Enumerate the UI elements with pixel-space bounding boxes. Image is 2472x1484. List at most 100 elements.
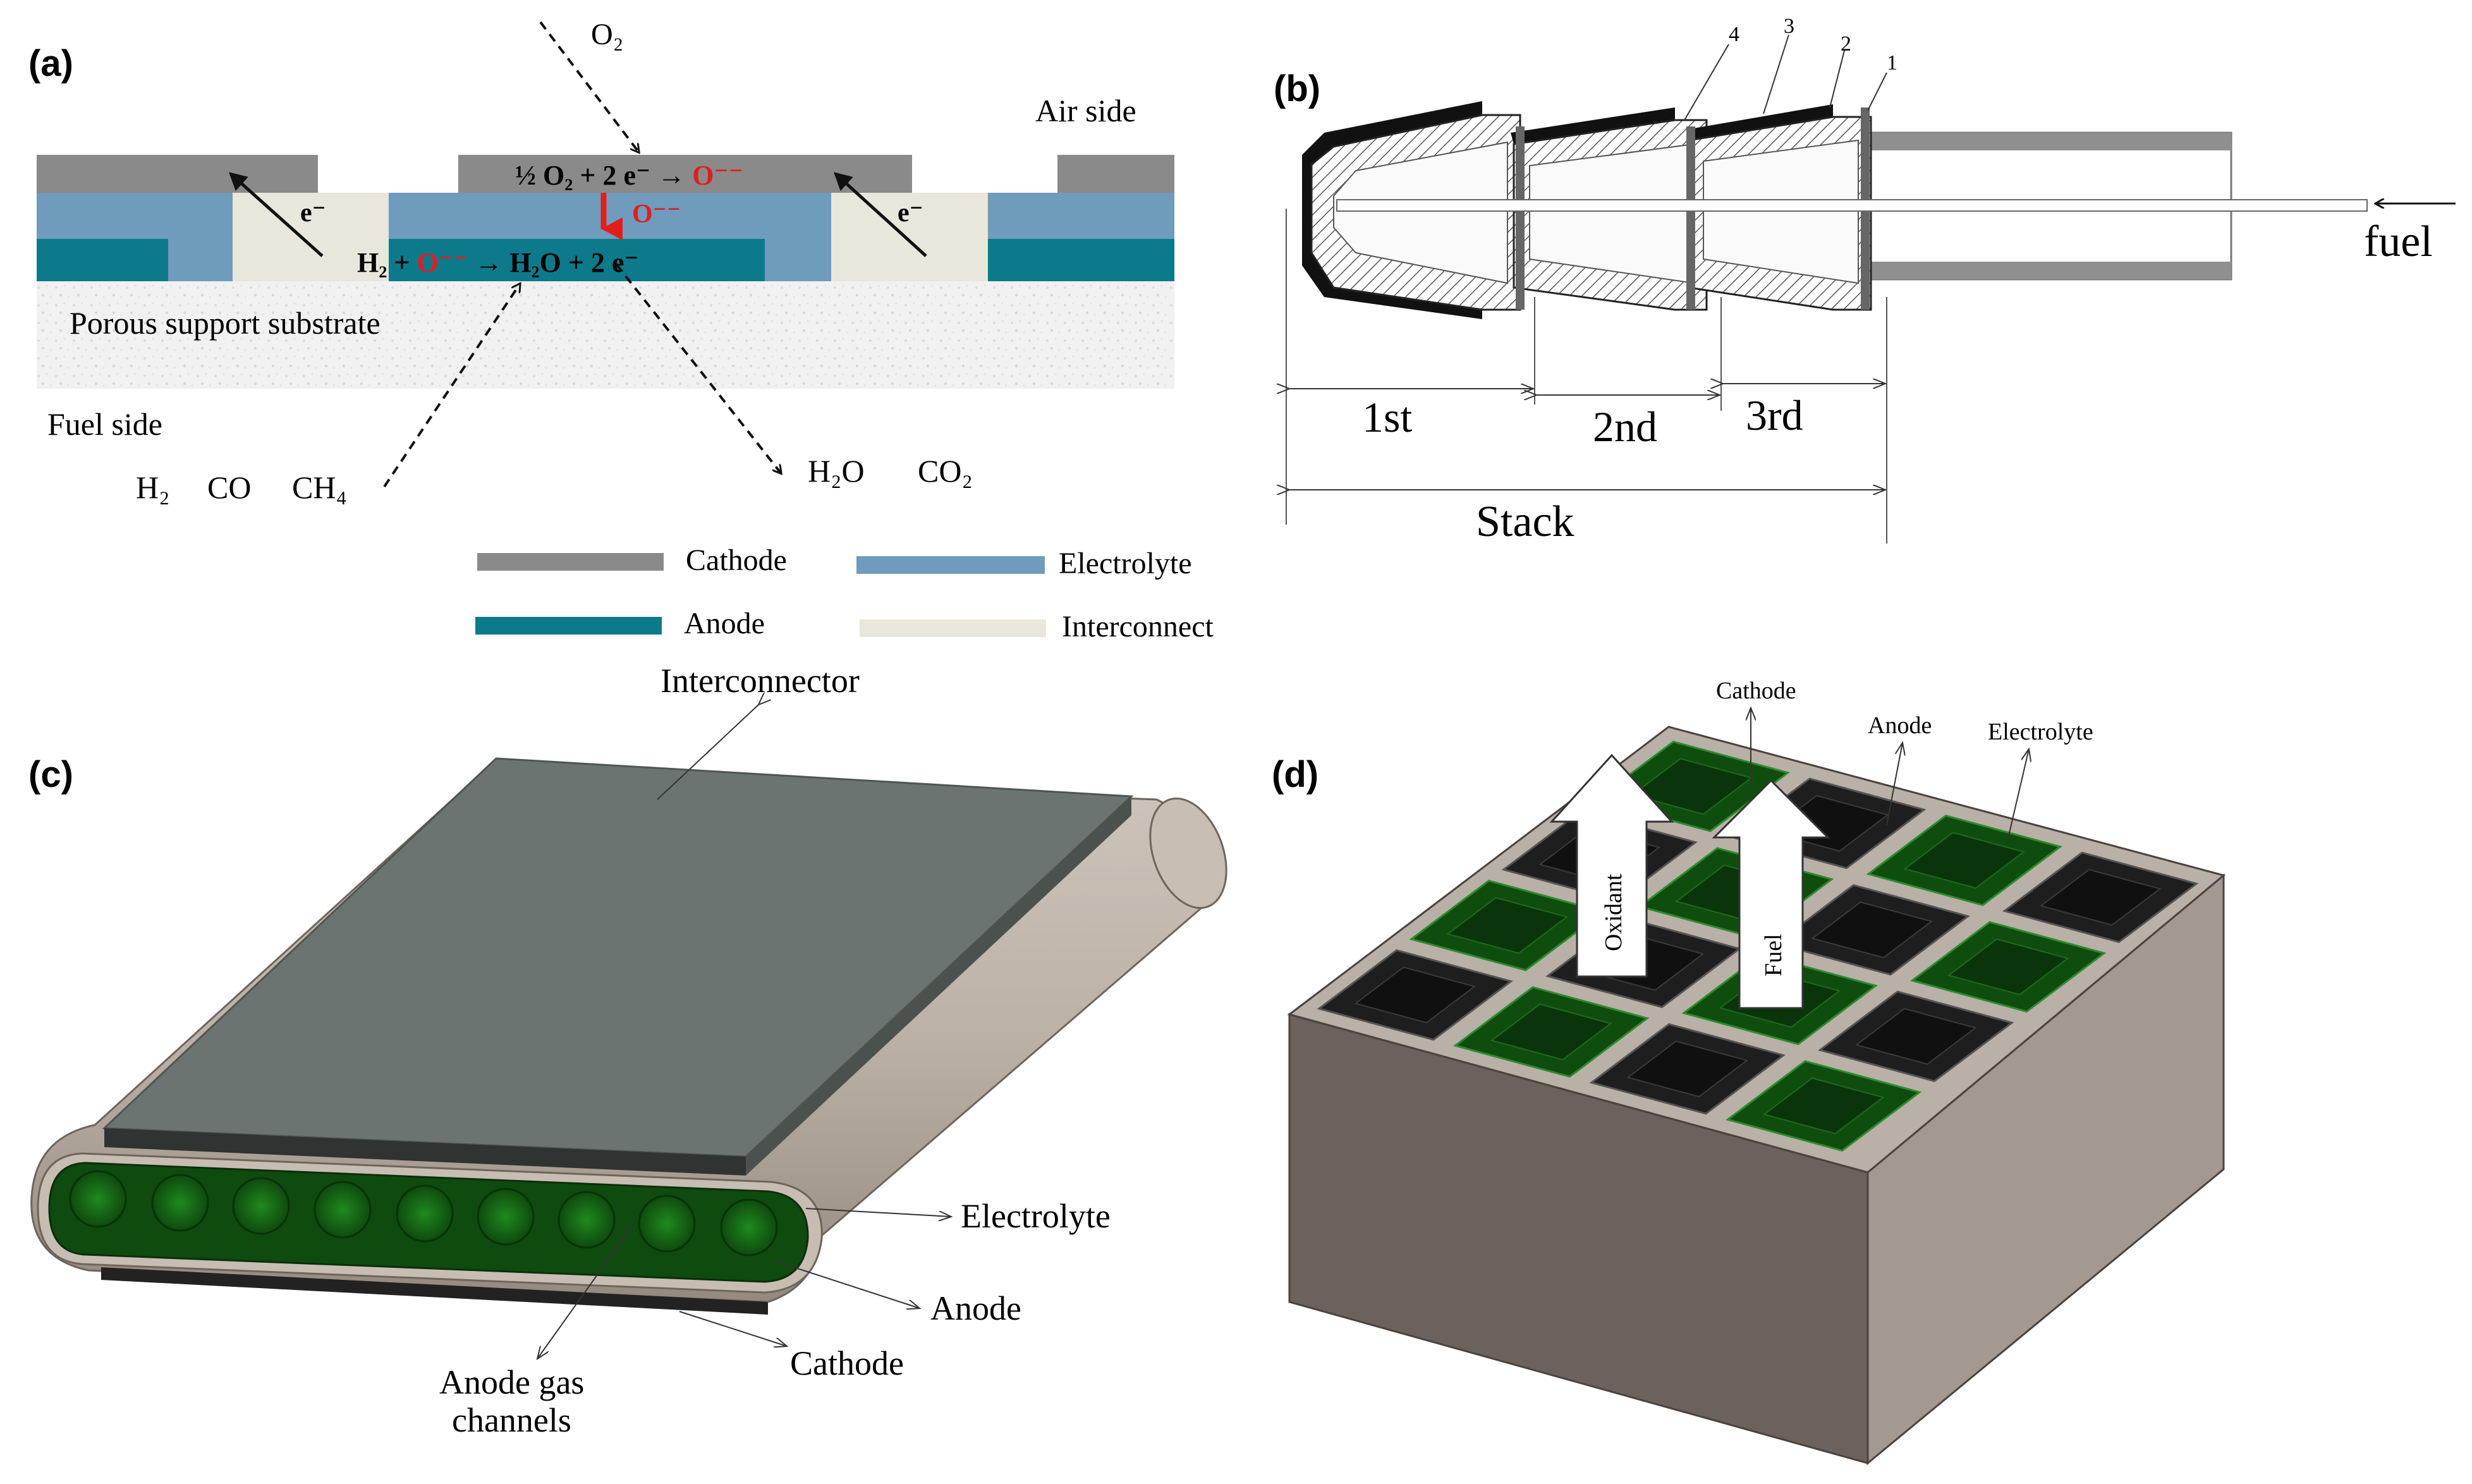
cell-2-outer-cathode [1511, 107, 1675, 144]
legend-swatch-electrolyte [856, 556, 1045, 574]
label-anode-gas-channels-line2: channels [452, 1401, 571, 1439]
substrate-label: Porous support substrate [70, 305, 381, 341]
leader-part-2 [1829, 50, 1845, 108]
electrolyte-layer-center [389, 193, 831, 239]
panel-c: (c) Interconnector Electrolyte [28, 662, 1227, 1439]
product-co2: CO₂ [918, 453, 973, 489]
anode-gas-channel [557, 1191, 616, 1249]
anode-reaction-ion: O⁻⁻ [417, 247, 468, 278]
oxidant-label: Oxidant [1600, 873, 1627, 951]
label-anode: Anode [930, 1289, 1021, 1327]
fuel-side-label: Fuel side [47, 406, 162, 442]
electron-label-right: e⁻ [898, 198, 923, 228]
cell-2-inner-channel [1529, 143, 1695, 284]
anode-cell-opening [1903, 832, 2026, 889]
electron-flow-arrow-left [229, 172, 324, 257]
anode-gas-channel [477, 1188, 535, 1246]
interconnector-plate-edge [104, 1128, 746, 1176]
cathode-cell-opening [1811, 901, 1933, 959]
legend-label-electrolyte: Electrolyte [1059, 547, 1192, 580]
fuel-arrow [1712, 779, 1830, 1009]
label-cathode-d: Cathode [1716, 678, 1796, 704]
cathode-layer-right [1057, 155, 1174, 193]
panel-d-letter: (d) [1272, 754, 1318, 795]
interconnector-plate-side [746, 796, 1131, 1176]
fuel-flow-label: Fuel [1760, 934, 1787, 976]
cathode-reaction-text: ½ O₂ + 2 e⁻ → [515, 160, 692, 191]
electrolyte-layer-left [37, 193, 233, 239]
product-h2o: H₂O [808, 453, 865, 489]
label-anode-d: Anode [1868, 712, 1932, 739]
leader-electrolyte [805, 1208, 951, 1217]
cathode-cell-opening [1854, 1007, 1977, 1065]
o2-label: O₂ [591, 18, 623, 51]
part-number-2: 2 [1841, 32, 1851, 56]
leader-part-3 [1763, 34, 1789, 114]
panel-a: (a) O₂ Air side ½ O₂ + 2 e⁻ → O⁻⁻ O⁻⁻ [28, 18, 1214, 643]
electrolyte-layer-center-down [765, 239, 831, 281]
legend-label-cathode: Cathode [686, 544, 787, 577]
label-electrolyte-d: Electrolyte [1988, 719, 2093, 745]
seal-2 [1686, 126, 1695, 310]
leader-part-1 [1867, 72, 1887, 111]
oxidant-arrow [1549, 753, 1674, 978]
anode-reaction: H₂ + O⁻⁻ → H₂O + 2 e⁻ [357, 247, 639, 278]
label-anode-gas-channels-line1: Anode gas [439, 1363, 584, 1401]
anode-gas-channel-group [69, 1170, 778, 1256]
part-number-4: 4 [1729, 23, 1739, 46]
legend-swatch-cathode [477, 553, 664, 571]
legend-swatch-interconnect [860, 619, 1046, 637]
panel-a-legend: Cathode Electrolyte Anode Interconnect [475, 544, 1214, 643]
legend-label-anode: Anode [684, 607, 765, 640]
fuel-co: CO [207, 470, 251, 505]
air-side-label: Air side [1035, 93, 1136, 128]
panel-a-letter: (a) [28, 43, 73, 84]
anode-gas-channel [396, 1184, 454, 1243]
anode-cell-opening [1762, 1077, 1885, 1134]
anode-cell-opening [1446, 897, 1569, 954]
leader-anode-d [1886, 743, 1903, 825]
o2-inflow-arrow [539, 21, 638, 152]
leader-cathode [679, 1311, 787, 1346]
electrolyte-layer-right [988, 193, 1174, 239]
cathode-reaction: ½ O₂ + 2 e⁻ → O⁻⁻ [515, 160, 743, 191]
label-interconnector: Interconnector [661, 662, 860, 700]
porous-support-substrate [37, 281, 1174, 389]
feed-tube-top-wall [1833, 133, 2231, 150]
anode-reaction-text-pre: H₂ + [357, 247, 417, 278]
leader-electrolyte-d [2006, 749, 2029, 844]
anode-reaction-text-post: → H₂O + 2 e⁻ [468, 247, 638, 278]
panel-d: (d) Oxidant Fuel Cathode Anode Electroly… [1272, 678, 2226, 1466]
fuel-inflow-arrow [383, 284, 520, 488]
label-electrolyte: Electrolyte [961, 1197, 1111, 1235]
leader-interconnector [657, 705, 758, 800]
anode-gas-channel [720, 1198, 778, 1256]
cathode-layer-left [37, 155, 318, 193]
electron-flow-arrow-right [834, 172, 927, 257]
anode-gas-channel [314, 1181, 372, 1239]
panel-c-letter: (c) [28, 754, 73, 795]
part-number-3: 3 [1784, 15, 1794, 38]
anode-gas-channel [151, 1174, 209, 1232]
leader-anode-gas-channels [537, 1226, 633, 1359]
panel-b: (b) 4 3 2 1 [1274, 15, 2456, 546]
dim-label-stack: Stack [1476, 497, 1574, 546]
anode-gas-channel [69, 1170, 127, 1228]
cathode-cell-opening [2039, 868, 2162, 926]
interconnect-left [233, 193, 389, 281]
fuel-h2: H₂ [136, 470, 170, 505]
seal-1 [1516, 126, 1525, 310]
legend-swatch-anode [475, 617, 662, 635]
legend-label-interconnect: Interconnect [1062, 610, 1214, 643]
cathode-reaction-ion: O⁻⁻ [692, 160, 743, 191]
fuel-label: fuel [2364, 217, 2433, 266]
electrolyte-layer-left-down [168, 239, 233, 281]
anode-gas-channel [638, 1195, 696, 1253]
label-cathode: Cathode [790, 1344, 904, 1382]
oxygen-ion-label: O⁻⁻ [632, 200, 681, 229]
dim-label-3rd: 3rd [1746, 391, 1803, 439]
leader-anode [774, 1260, 920, 1308]
panel-b-letter: (b) [1274, 68, 1320, 109]
leader-part-4 [1684, 44, 1729, 121]
